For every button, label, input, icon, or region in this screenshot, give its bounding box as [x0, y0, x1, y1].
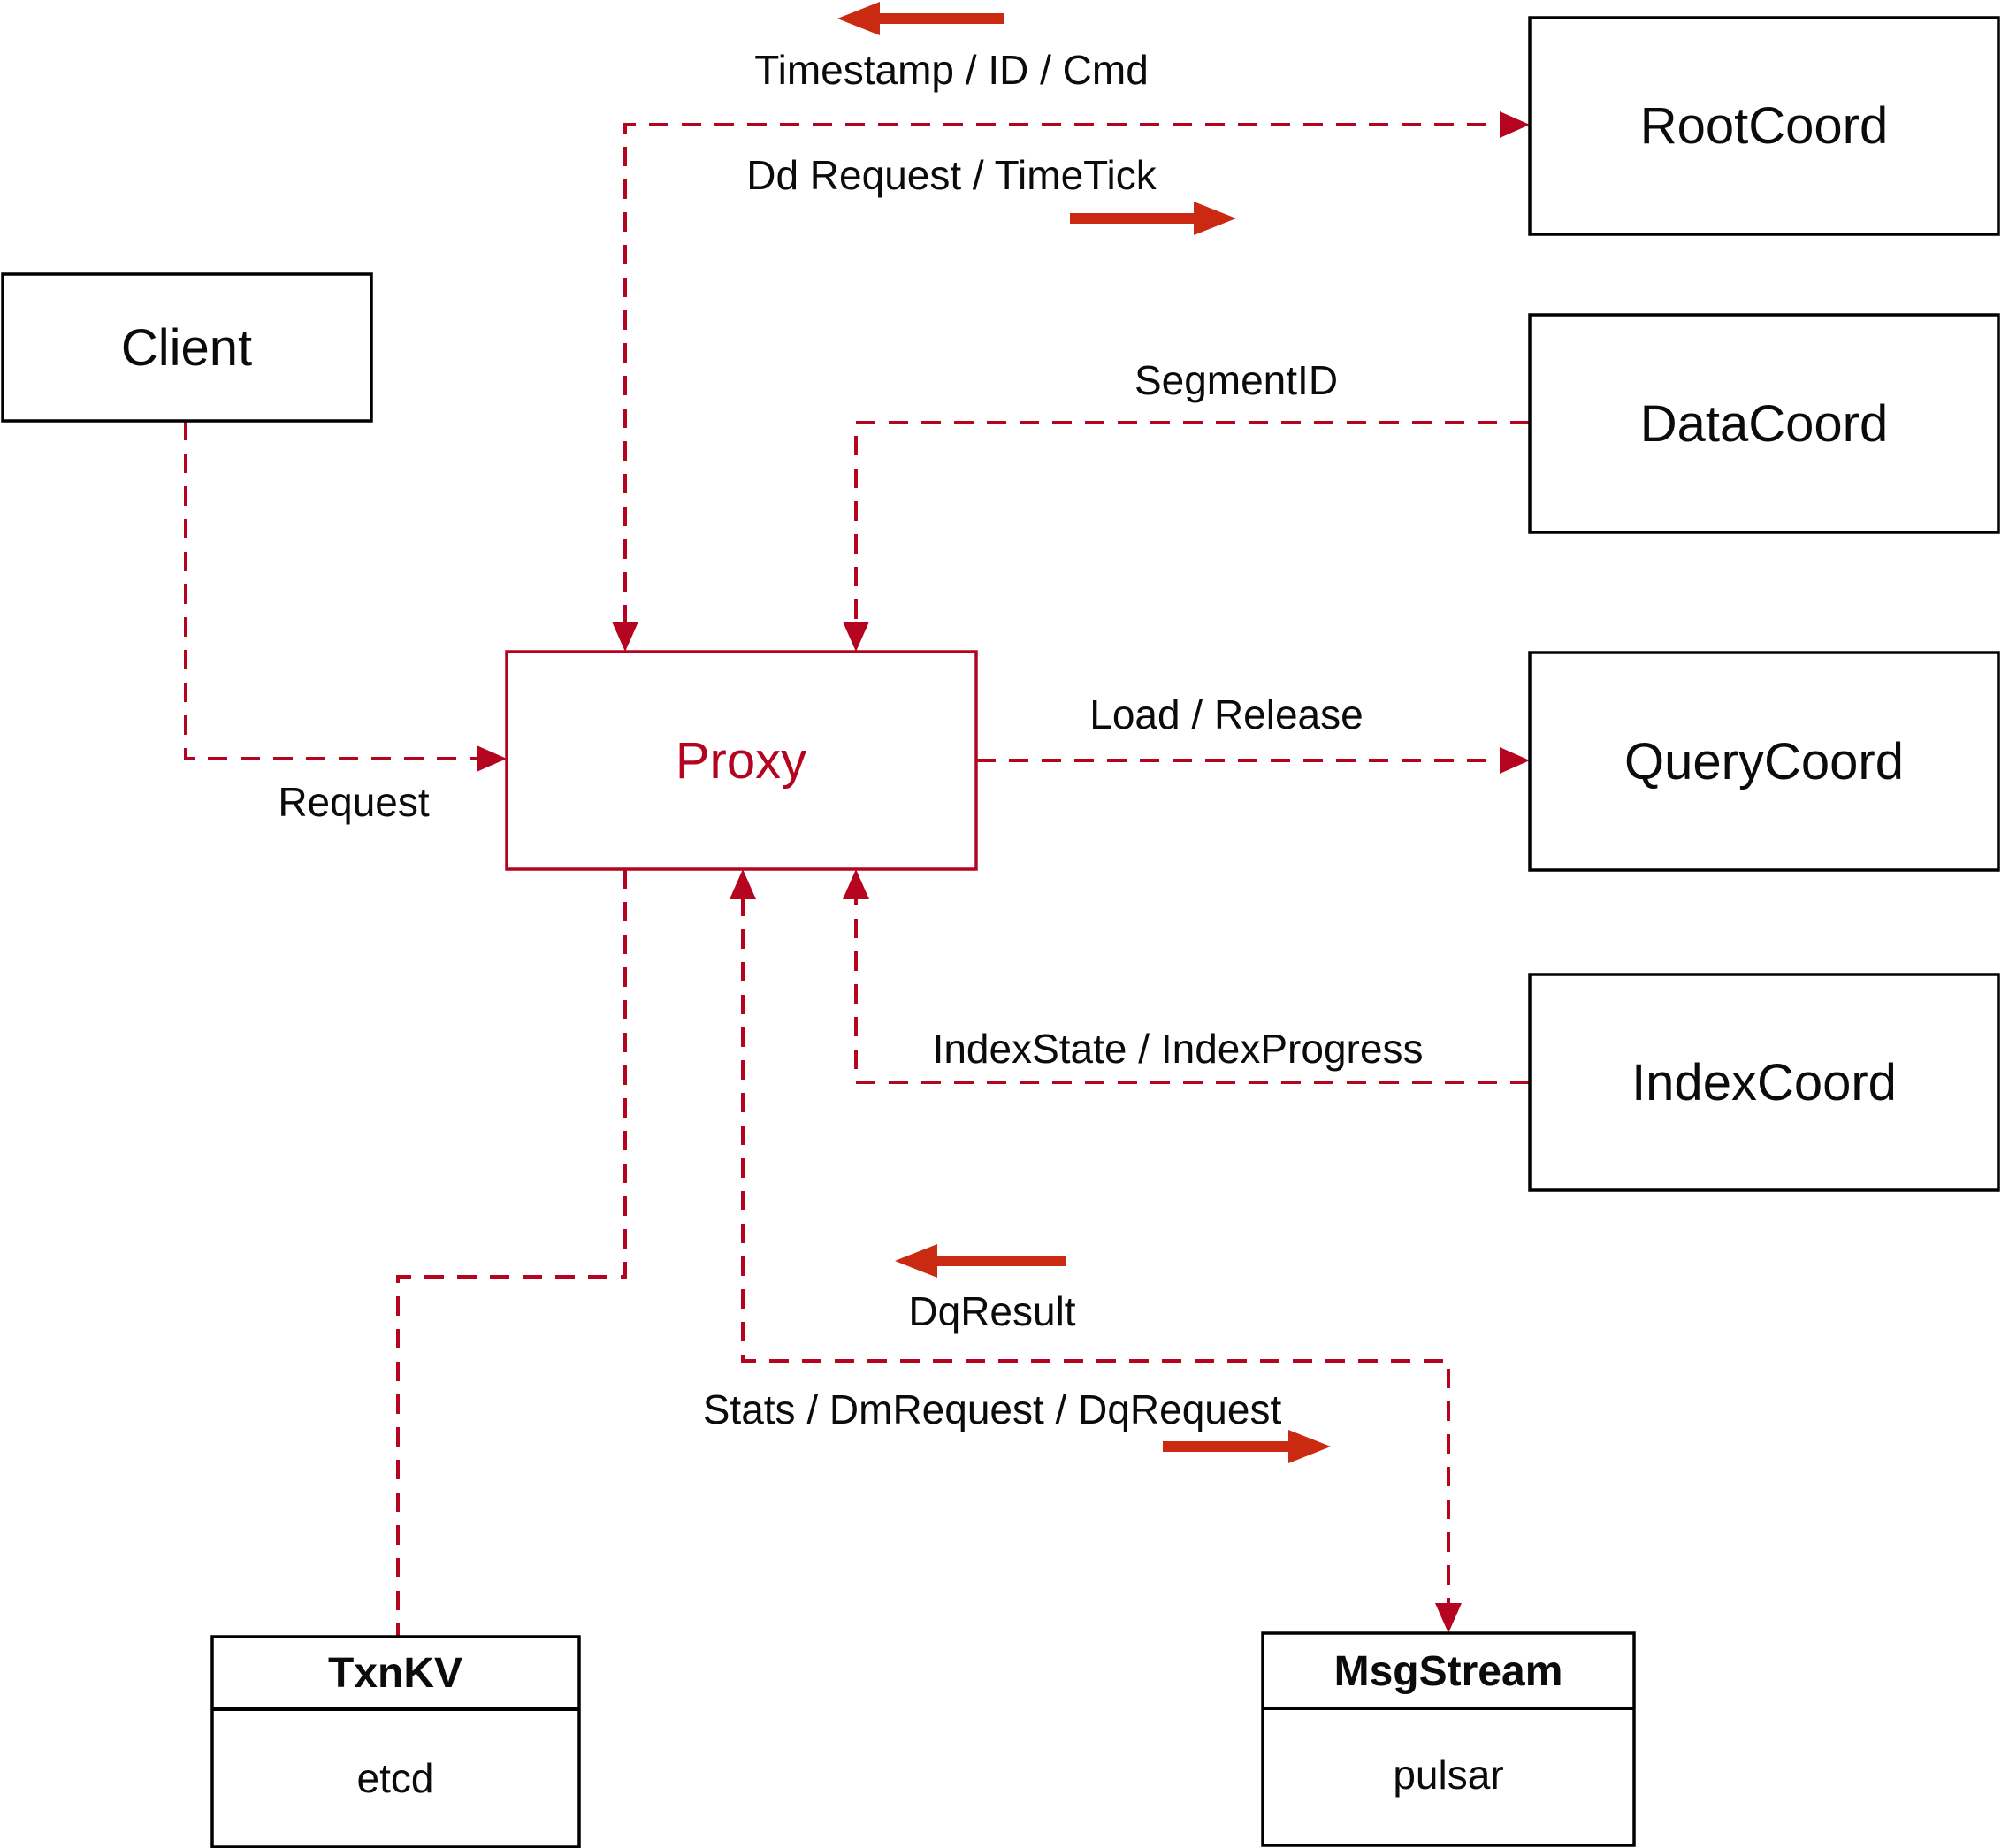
rootcoord-node: RootCoord: [1528, 16, 2000, 236]
edge-datacoord-to-proxy: [854, 421, 1530, 624]
datacoord-node: DataCoord: [1528, 313, 2000, 534]
indexcoord-label: IndexCoord: [1631, 1054, 1897, 1111]
edge-proxy-to-rootcoord: [623, 123, 1501, 624]
arrowhead-into-proxy-top-left: [612, 622, 638, 652]
arrowhead-into-proxy-left: [477, 745, 507, 772]
arrowhead-into-proxy-bottom-right: [843, 869, 869, 899]
label-stats-dm-dq-request: Stats / DmRequest / DqRequest: [703, 1386, 1282, 1432]
label-request: Request: [278, 779, 430, 825]
edge-client-to-proxy: [184, 421, 478, 760]
datacoord-label: DataCoord: [1640, 395, 1888, 453]
client-node: Client: [1, 272, 373, 423]
msgstream-title: MsgStream: [1334, 1648, 1563, 1695]
label-dq-result: DqResult: [908, 1288, 1075, 1334]
arrow-right-ddrequest-icon: [1070, 202, 1236, 235]
edge-proxy-to-msgstream: [741, 897, 1450, 1606]
arrowhead-into-msgstream: [1435, 1603, 1462, 1633]
txnkv-title: TxnKV: [328, 1650, 462, 1697]
edge-proxy-to-txnkv: [396, 869, 627, 1637]
proxy-label: Proxy: [676, 732, 806, 790]
label-index-state-progress: IndexState / IndexProgress: [933, 1026, 1424, 1072]
msgstream-node: MsgStream pulsar: [1261, 1631, 1636, 1847]
arrow-left-timestamp-icon: [837, 2, 1004, 35]
client-label: Client: [121, 319, 252, 377]
msgstream-impl-label: pulsar: [1393, 1752, 1503, 1798]
rootcoord-label: RootCoord: [1640, 97, 1888, 155]
client-box: [1, 272, 373, 423]
indexcoord-box: [1528, 973, 2000, 1192]
edge-indexcoord-to-proxy: [854, 897, 1530, 1084]
label-load-release: Load / Release: [1089, 691, 1363, 737]
arrow-left-dqresult-icon: [895, 1244, 1066, 1278]
rootcoord-box: [1528, 16, 2000, 236]
indexcoord-node: IndexCoord: [1528, 973, 2000, 1192]
datacoord-box: [1528, 313, 2000, 534]
proxy-box: [505, 650, 978, 871]
arrowhead-into-rootcoord: [1500, 111, 1530, 138]
label-segment-id: SegmentID: [1134, 357, 1338, 403]
msgstream-box: [1261, 1631, 1636, 1847]
querycoord-node: QueryCoord: [1528, 651, 2000, 872]
arrowhead-into-querycoord: [1500, 747, 1530, 774]
arrow-right-stats-icon: [1163, 1430, 1331, 1463]
txnkv-box: [210, 1635, 581, 1848]
arrowhead-into-proxy-top-right: [843, 622, 869, 652]
label-dd-request-timetick: Dd Request / TimeTick: [746, 152, 1157, 198]
txnkv-node: TxnKV etcd: [210, 1635, 581, 1848]
txnkv-impl-label: etcd: [357, 1755, 434, 1801]
proxy-node: Proxy: [505, 650, 978, 871]
label-timestamp-id-cmd: Timestamp / ID / Cmd: [754, 47, 1149, 93]
querycoord-box: [1528, 651, 2000, 872]
querycoord-label: QueryCoord: [1624, 733, 1904, 790]
arrowhead-into-proxy-bottom-mid: [730, 869, 756, 899]
